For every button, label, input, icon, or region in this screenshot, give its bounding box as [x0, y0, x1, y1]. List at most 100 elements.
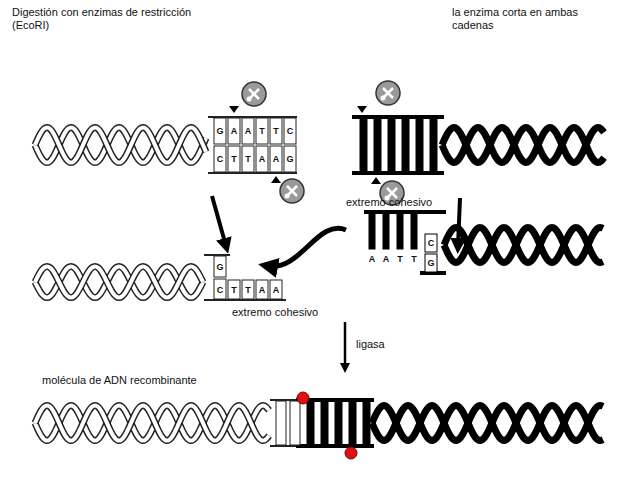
ligase-arrow [344, 322, 347, 368]
base-letter: A [245, 126, 252, 136]
helix-strand-fill [35, 127, 206, 162]
helix-strand [444, 227, 603, 262]
base-pair [383, 213, 389, 249]
base-pair [284, 146, 296, 172]
base-pair [214, 279, 226, 299]
base-letter: G [427, 258, 434, 268]
helix-strand-fill [35, 405, 269, 440]
base-pair [411, 213, 417, 249]
base-pair [214, 256, 226, 277]
base-pair [270, 146, 282, 172]
dna-ladders [204, 117, 446, 446]
base-letter: G [216, 262, 223, 272]
dna-helices [35, 127, 604, 440]
base-pair [388, 118, 395, 172]
enzyme-icons [229, 81, 404, 205]
annotation-label: Digestión con enzimas de restricción (Ec… [12, 6, 192, 32]
annotation-label: la enzima corta en ambas cadenas [452, 6, 602, 32]
helix-strand [35, 127, 206, 162]
helix-strand [35, 266, 203, 297]
base-pair [425, 254, 437, 272]
base-pair [256, 146, 268, 172]
annotation-label: ligasa [356, 338, 416, 351]
annotation-label: molécula de ADN recombinante [42, 374, 262, 387]
base-letter: G [286, 154, 293, 164]
base-letter: T [397, 254, 403, 264]
base-letter: A [369, 254, 376, 264]
base-letter: C [287, 126, 294, 136]
base-pair [307, 401, 314, 445]
helix-strand [35, 127, 206, 162]
base-pair [360, 118, 367, 172]
base-letter: A [231, 126, 238, 136]
helix-strand [35, 405, 269, 440]
base-pair [242, 118, 254, 144]
helix-strand [35, 405, 269, 440]
helix-strand [372, 405, 603, 440]
base-pair [256, 280, 268, 299]
base-letter: T [231, 285, 237, 295]
base-pair [228, 118, 240, 144]
base-letter: C [217, 154, 224, 164]
helix-strand [372, 405, 603, 440]
helix-strand [35, 266, 203, 297]
helix-strand-fill [35, 127, 206, 162]
down-arrow [212, 196, 226, 246]
red-dot [345, 447, 357, 459]
base-letter: T [231, 154, 237, 164]
base-pair [270, 118, 282, 144]
base-pair [214, 146, 226, 172]
helix-strand-fill [35, 266, 203, 297]
base-letter: T [245, 154, 251, 164]
base-letter: T [245, 285, 251, 295]
join-arrow [268, 228, 346, 266]
enzyme-icon [229, 82, 266, 113]
base-pair [276, 401, 286, 445]
helix-strand [442, 127, 604, 162]
base-pair [369, 213, 375, 249]
base-pair [242, 280, 254, 299]
process-arrows [212, 196, 460, 368]
base-pair [374, 118, 381, 172]
base-pair [228, 280, 240, 299]
ligation-points [297, 392, 357, 459]
helix-strand-fill [35, 405, 269, 440]
base-letter: T [411, 254, 417, 264]
base-letter: C [428, 238, 435, 248]
base-pair [284, 118, 296, 144]
base-pair [397, 213, 403, 249]
base-pair [242, 146, 254, 172]
base-pair [416, 118, 423, 172]
base-letter: G [216, 126, 223, 136]
down-arrow [458, 198, 460, 246]
base-letter: A [273, 154, 280, 164]
red-dot [297, 392, 309, 404]
base-pair [425, 234, 437, 252]
base-pair [335, 401, 342, 445]
base-pair [270, 280, 282, 299]
annotation-label: extremo cohesivo [232, 306, 342, 319]
base-letter: A [259, 154, 266, 164]
base-letter: T [273, 126, 279, 136]
helix-strand-fill [35, 266, 203, 297]
base-letter: T [259, 126, 265, 136]
base-pair [228, 146, 240, 172]
base-pair [402, 118, 409, 172]
base-letter: A [383, 254, 390, 264]
helix-strand [444, 227, 603, 262]
helix-strand [442, 127, 604, 162]
base-pair [363, 401, 370, 445]
base-pair [321, 401, 328, 445]
backbone [364, 210, 446, 214]
enzyme-icon [271, 176, 304, 203]
base-pair [256, 118, 268, 144]
base-pair [214, 118, 226, 144]
base-letter: A [273, 285, 280, 295]
base-letter: C [217, 285, 224, 295]
base-pair [290, 401, 300, 445]
enzyme-icon [357, 81, 400, 113]
base-pair [430, 118, 437, 172]
base-pair [349, 401, 356, 445]
